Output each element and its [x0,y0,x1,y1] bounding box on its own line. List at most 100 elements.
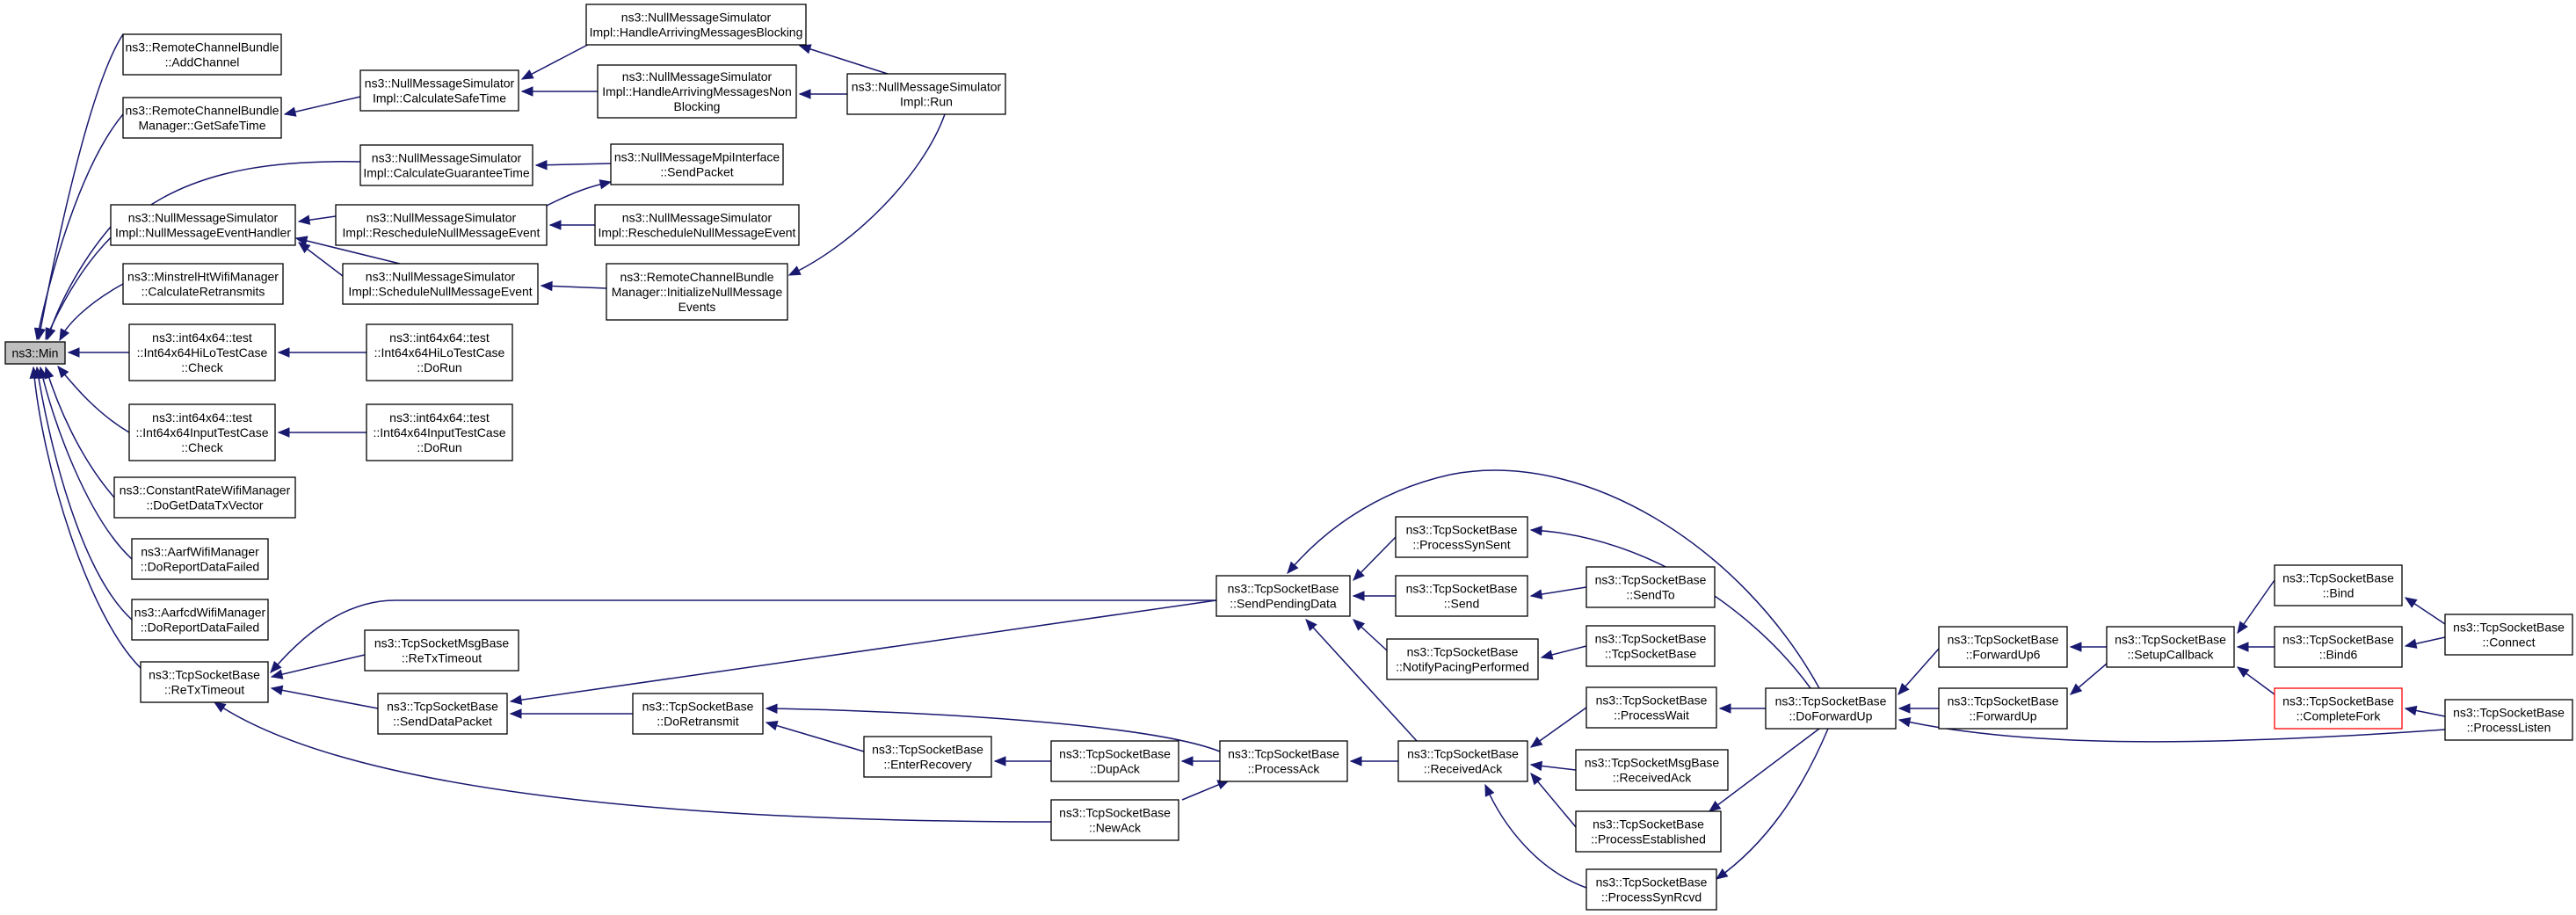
edge-min-addchannel [35,33,124,341]
node-processwait[interactable]: ns3::TcpSocketBase::ProcessWait [1586,686,1717,729]
node-label-line: ::ReTxTimeout [402,651,482,665]
arrowhead [787,265,802,276]
node-box [1765,687,1897,730]
node-hamnb[interactable]: ns3::NullMessageSimulatorImpl::HandleArr… [597,64,797,119]
node-setupcallback[interactable]: ns3::TcpSocketBase::SetupCallback [2106,626,2235,668]
edge-line [36,113,124,340]
node-hilocheck[interactable]: ns3::int64x64::test::Int64x64HiLoTestCas… [128,323,276,381]
node-label-line: ns3::int64x64::test [152,410,252,425]
node-processack[interactable]: ns3::TcpSocketBase::ProcessAck [1219,740,1348,782]
node-label-line: ns3::TcpSocketBase [387,700,498,714]
node-constantrate[interactable]: ns3::ConstantRateWifiManager::DoGetDataT… [113,476,296,519]
node-send[interactable]: ns3::TcpSocketBase::Send [1395,575,1528,617]
node-inputcheck[interactable]: ns3::int64x64::test::Int64x64InputTestCa… [128,403,276,461]
arrowhead [599,179,613,190]
edge-bind-connect [2404,597,2446,625]
node-box [110,204,296,246]
arrowhead [1715,868,1729,880]
node-nmeh[interactable]: ns3::NullMessageSimulatorImpl::NullMessa… [110,204,296,246]
edge-processestablished-doforwardup [1708,728,1820,812]
node-label-line: ns3::RemoteChannelBundle [620,270,773,284]
edge-line [521,39,599,80]
node-retxtimeout[interactable]: ns3::TcpSocketBase::ReTxTimeout [140,661,269,703]
node-bind6[interactable]: ns3::TcpSocketBase::Bind6 [2274,626,2403,668]
node-hilodorun[interactable]: ns3::int64x64::test::Int64x64HiLoTestCas… [366,323,513,381]
node-label-line: ::Check [181,360,223,374]
node-label-line: ns3::TcpSocketBase [2282,694,2394,708]
node-getsafetime[interactable]: ns3::RemoteChannelBundleManager::GetSafe… [122,97,282,139]
node-dupack[interactable]: ns3::TcpSocketBase::DupAck [1050,740,1179,782]
edge-min-getsafetime [33,113,124,341]
node-resched1[interactable]: ns3::NullMessageSimulatorImpl::Reschedul… [335,204,548,246]
arrowhead [765,703,778,714]
node-forwardup6[interactable]: ns3::TcpSocketBase::ForwardUp6 [1938,626,2068,668]
node-box [1050,740,1179,782]
node-processsynrcvd[interactable]: ns3::TcpSocketBase::ProcessSynRcvd [1586,868,1717,911]
node-msgreceivedack[interactable]: ns3::TcpSocketMsgBase::ReceivedAck [1575,749,1729,791]
node-label-line: ::ReceivedAck [1613,771,1692,785]
node-box [364,629,519,672]
node-label-line: ns3::TcpSocketBase [1596,694,1708,708]
node-processsynsent[interactable]: ns3::TcpSocketBase::ProcessSynSent [1395,516,1528,558]
node-addchannel[interactable]: ns3::RemoteChannelBundle::AddChannel [122,33,282,76]
node-enterrecovery[interactable]: ns3::TcpSocketBase::EnterRecovery [863,736,992,778]
node-forwardup[interactable]: ns3::TcpSocketBase::ForwardUp [1938,687,2068,730]
edge-min-constantrate [44,366,115,498]
arrowhead [1287,561,1299,574]
node-aarfcd[interactable]: ns3::AarfcdWifiManager::DoReportDataFail… [131,599,269,641]
arrowhead [1529,737,1543,748]
node-bind[interactable]: ns3::TcpSocketBase::Bind [2274,564,2403,606]
edge-sendpending-receivedack [1305,619,1418,742]
node-minstrel[interactable]: ns3::MinstrelHtWifiManager::CalculateRet… [122,263,284,305]
node-doforwardup[interactable]: ns3::TcpSocketBase::DoForwardUp [1765,687,1897,730]
node-newack[interactable]: ns3::TcpSocketBase::NewAck [1050,799,1179,841]
node-box [846,73,1006,115]
node-ctor[interactable]: ns3::TcpSocketBase::TcpSocketBase [1586,625,1716,667]
node-doretransmit[interactable]: ns3::TcpSocketBase::DoRetransmit [632,693,764,735]
edge-completefork-processlisten [2404,705,2446,717]
node-label-line: ns3::TcpSocketBase [149,668,260,682]
node-initnme[interactable]: ns3::RemoteChannelBundleManager::Initial… [606,263,788,321]
node-processlisten[interactable]: ns3::TcpSocketBase::ProcessListen [2444,699,2573,741]
arrowhead [509,708,522,719]
node-box [122,263,284,305]
node-calcguarantee[interactable]: ns3::NullMessageSimulatorImpl::Calculate… [359,144,533,186]
node-sendpacket-mpi[interactable]: ns3::NullMessageMpiInterface::SendPacket [610,143,784,185]
node-sendpending[interactable]: ns3::TcpSocketBase::SendPendingData [1215,575,1351,617]
edge-receivedack-processwait [1529,707,1587,748]
node-aarf[interactable]: ns3::AarfWifiManager::DoReportDataFailed [131,538,269,580]
node-receivedack[interactable]: ns3::TcpSocketBase::ReceivedAck [1397,740,1528,782]
node-label-line: ::SendPendingData [1230,597,1337,611]
edge-resched1-sendpacketmpi [546,179,613,207]
node-box [1586,686,1717,729]
node-hamb[interactable]: ns3::NullMessageSimulatorImpl::HandleArr… [585,4,807,46]
node-label-line: ::ForwardUp6 [1966,648,2041,662]
node-msgretx[interactable]: ns3::TcpSocketMsgBase::ReTxTimeout [364,629,519,672]
node-schednme[interactable]: ns3::NullMessageSimulatorImpl::ScheduleN… [342,263,539,305]
node-label-line: ::ProcessEstablished [1591,832,1706,846]
node-label-line: ns3::AarfWifiManager [141,545,259,559]
arrowhead [1349,756,1362,766]
node-processestablished[interactable]: ns3::TcpSocketBase::ProcessEstablished [1575,810,1722,853]
node-label-line: ::Connect [2483,635,2536,650]
node-label-line: Impl::NullMessageEventHandler [115,226,291,240]
node-resched2[interactable]: ns3::NullMessageSimulatorImpl::Reschedul… [594,204,800,246]
node-label-line: ns3::NullMessageSimulator [128,211,279,225]
node-connect[interactable]: ns3::TcpSocketBase::Connect [2444,614,2573,656]
node-senddatapacket[interactable]: ns3::TcpSocketBase::SendDataPacket [377,693,508,735]
node-notifypacing[interactable]: ns3::TcpSocketBase::NotifyPacingPerforme… [1386,638,1539,680]
edge-line [36,367,133,621]
node-calcsafetime[interactable]: ns3::NullMessageSimulatorImpl::Calculate… [359,69,519,112]
node-min[interactable]: ns3::Min [4,341,66,365]
node-label-line: Impl::Run [900,95,953,109]
node-completefork[interactable]: ns3::TcpSocketBase::CompleteFork [2274,687,2403,730]
node-label-line: ns3::int64x64::test [389,410,490,425]
arrowhead [2236,666,2250,679]
node-inputdorun[interactable]: ns3::int64x64::test::Int64x64InputTestCa… [366,403,513,461]
node-box [140,661,269,703]
node-label-line: ns3::NullMessageSimulator [621,11,772,25]
arrowhead [2237,621,2248,635]
node-sendto[interactable]: ns3::TcpSocketBase::SendTo [1586,566,1716,608]
